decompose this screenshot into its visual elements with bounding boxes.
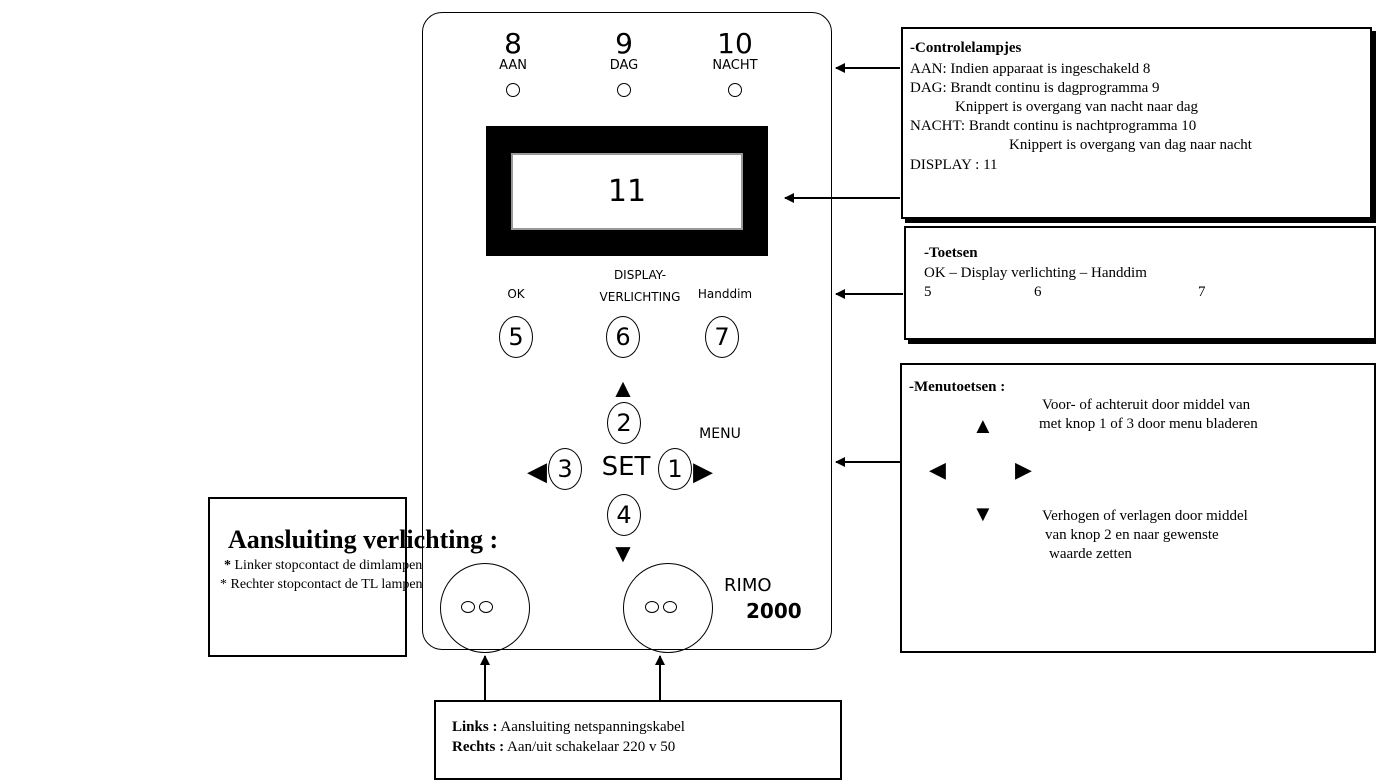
aansluiting-line2-text: Rechter stopcontact de TL lampen — [230, 577, 423, 592]
menu-left-arrow-icon: ◀ — [929, 457, 946, 482]
links-text: Aansluiting netspanningskabel — [500, 719, 685, 735]
lamp-dag-indicator — [617, 83, 631, 97]
rechts-label: Rechts : — [452, 739, 505, 755]
controle-line-dag: DAG: Brandt continu is dagprogramma 9 — [910, 80, 1160, 96]
right-socket-hole-a — [645, 601, 659, 613]
aansluiting-bullet-2: * — [220, 577, 227, 592]
up-button-number: 2 — [616, 409, 632, 437]
down-arrow-icon: ▼ — [610, 538, 636, 568]
right-arrow-icon: ▶ — [693, 456, 713, 486]
toetsen-number-6: 6 — [1034, 284, 1042, 300]
lamp-label-aan: AAN — [499, 58, 527, 73]
set-button-label[interactable]: SET — [601, 452, 651, 482]
toetsen-number-7: 7 — [1198, 284, 1206, 300]
lamp-label-dag: DAG — [609, 58, 639, 73]
aansluiting-bullet-1: * — [224, 558, 231, 573]
lamp-label-nacht: NACHT — [712, 58, 758, 73]
controle-line-nacht-knippert: Knippert is overgang van dag naar nacht — [1009, 137, 1252, 153]
brand-name: RIMO — [724, 575, 772, 596]
toetsen-title: -Toetsen — [924, 245, 978, 261]
menu-up-arrow-icon: ▲ — [972, 413, 994, 438]
right-socket-hole-b — [663, 601, 677, 613]
lamp-nacht-indicator — [728, 83, 742, 97]
aansluiting-box: Aansluiting verlichting : * Linker stopc… — [208, 497, 498, 657]
ok-key-label: OK — [507, 287, 525, 301]
links-label: Links : — [452, 719, 498, 735]
device-panel — [422, 12, 832, 650]
bottom-box: Links : Aansluiting netspanningskabel Re… — [434, 700, 842, 780]
lcd-display: 11 — [511, 153, 743, 230]
left-socket-hole-a — [461, 601, 475, 613]
aansluiting-line1-text: Linker stopcontact de dimlampen — [234, 558, 423, 573]
handdim-key-label: Handdim — [697, 287, 753, 301]
menu-text1-line2: met knop 1 of 3 door menu bladeren — [1039, 416, 1258, 432]
display-key-label-line1: DISPLAY- — [613, 268, 667, 282]
controle-line-aan: AAN: Indien apparaat is ingeschakeld 8 — [910, 61, 1151, 77]
lamp-number-dag: 9 — [615, 27, 633, 60]
down-button[interactable]: 4 — [607, 494, 641, 536]
right-button-number: 1 — [667, 455, 683, 483]
ok-button-number: 5 — [508, 323, 524, 351]
left-socket-hole-b — [479, 601, 493, 613]
menu-title: -Menutoetsen : — [909, 379, 1006, 395]
toetsen-line: OK – Display verlichting – Handdim — [924, 265, 1147, 281]
controle-line-display: DISPLAY : 11 — [910, 157, 998, 173]
menu-down-arrow-icon: ▼ — [972, 501, 994, 526]
ok-button[interactable]: 5 — [499, 316, 533, 358]
down-button-number: 4 — [616, 501, 632, 529]
menu-right-arrow-icon: ▶ — [1015, 457, 1032, 482]
left-socket — [440, 563, 530, 653]
menu-text2-line3: waarde zetten — [1049, 546, 1132, 562]
up-button[interactable]: 2 — [607, 402, 641, 444]
lamp-aan-indicator — [506, 83, 520, 97]
left-button[interactable]: 3 — [548, 448, 582, 490]
right-button[interactable]: 1 — [658, 448, 692, 490]
display-key-label-line2: VERLICHTING — [599, 290, 681, 304]
aansluiting-title: Aansluiting verlichting : — [228, 525, 499, 554]
aansluiting-line2: * Rechter stopcontact de TL lampen — [220, 575, 423, 594]
menu-text2-line2: van knop 2 en naar gewenste — [1045, 527, 1219, 543]
aansluiting-line1: * Linker stopcontact de dimlampen — [224, 556, 422, 575]
menu-label: MENU — [699, 426, 741, 442]
menu-box: -Menutoetsen : ▲ Voor- of achteruit door… — [900, 363, 1376, 653]
brand-model: 2000 — [746, 599, 802, 623]
bottom-rechts-line: Rechts : Aan/uit schakelaar 220 v 50 — [452, 738, 675, 757]
lamp-number-nacht: 10 — [717, 27, 753, 60]
controle-title: -Controlelampjes — [910, 40, 1022, 56]
right-socket — [623, 563, 713, 653]
display-light-button-number: 6 — [615, 323, 631, 351]
left-button-number: 3 — [557, 455, 573, 483]
bottom-links-line: Links : Aansluiting netspanningskabel — [452, 718, 685, 737]
display-light-button[interactable]: 6 — [606, 316, 640, 358]
toetsen-number-5: 5 — [924, 284, 932, 300]
display-value: 11 — [607, 174, 647, 209]
rechts-text: Aan/uit schakelaar 220 v 50 — [507, 739, 676, 755]
controle-box: -Controlelampjes AAN: Indien apparaat is… — [901, 27, 1372, 219]
toetsen-box: -Toetsen OK – Display verlichting – Hand… — [904, 226, 1376, 340]
controle-line-nacht: NACHT: Brandt continu is nachtprogramma … — [910, 118, 1197, 134]
lamp-number-aan: 8 — [504, 27, 522, 60]
up-arrow-icon: ▲ — [610, 373, 636, 403]
menu-text1-line1: Voor- of achteruit door middel van — [1042, 397, 1251, 413]
handdim-button[interactable]: 7 — [705, 316, 739, 358]
controle-line-dag-knippert: Knippert is overgang van nacht naar dag — [955, 99, 1198, 115]
left-arrow-icon: ◀ — [527, 456, 547, 486]
menu-text2-line1: Verhogen of verlagen door middel — [1042, 508, 1248, 524]
handdim-button-number: 7 — [714, 323, 730, 351]
